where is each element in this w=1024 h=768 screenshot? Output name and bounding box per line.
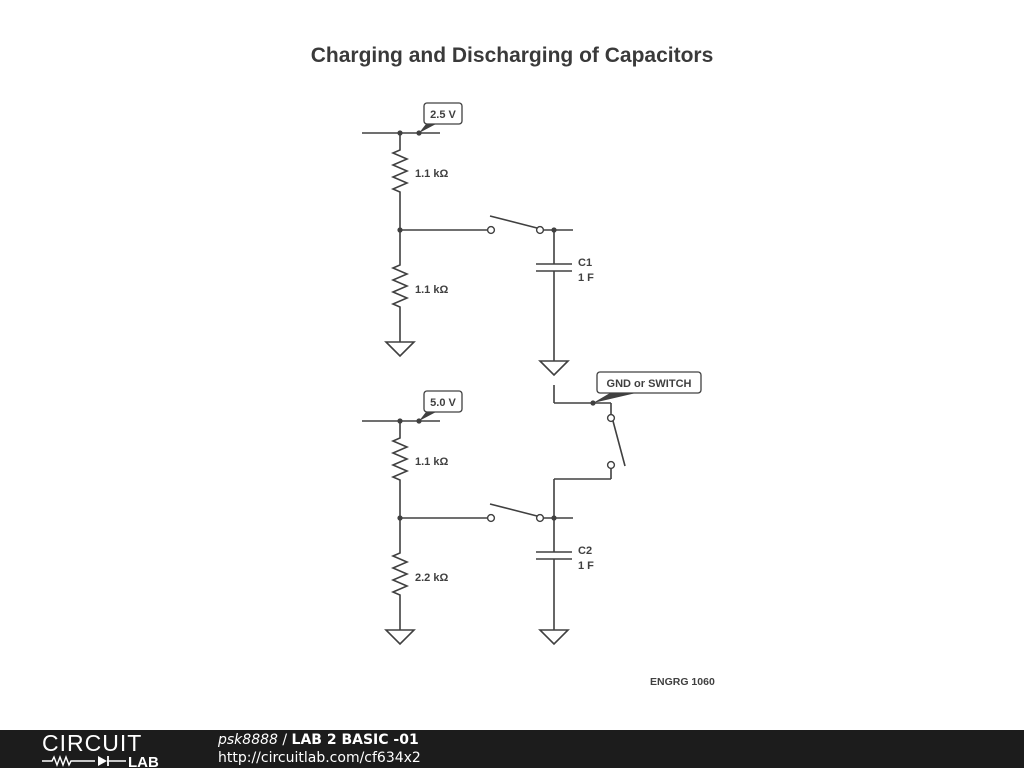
resistor-r3: 1.1 kΩ (390, 421, 448, 518)
resistor-r1-label: 1.1 kΩ (415, 168, 448, 180)
footer-bar: CIRCUIT LAB psk8888 / LAB 2 BASIC -01 ht… (0, 730, 1024, 768)
resistor-r2-label: 1.1 kΩ (415, 284, 448, 296)
resistor-r3-label: 1.1 kΩ (415, 456, 448, 468)
capacitor-c1-name: C1 (578, 257, 592, 269)
footer-title-line: psk8888 / LAB 2 BASIC -01 (218, 731, 421, 749)
course-label: ENGRG 1060 (650, 676, 715, 688)
ground-symbol-4 (538, 629, 570, 646)
capacitor-c1-value: 1 F (578, 272, 594, 284)
footer-text: psk8888 / LAB 2 BASIC -01 http://circuit… (218, 731, 421, 767)
ground-symbol-3 (384, 629, 416, 646)
bottom-supply-rail (362, 418, 440, 424)
circuit-schematic: Charging and Discharging of Capacitors 2… (311, 44, 715, 688)
author-link[interactable]: psk8888 (218, 732, 278, 748)
resistor-r4: 2.2 kΩ (390, 518, 448, 630)
capacitor-c1: C1 1 F (536, 230, 594, 361)
voltage-source-label: 5.0 V (430, 397, 456, 409)
capacitor-c2-value: 1 F (578, 560, 594, 572)
voltage-source-2-5v: 2.5 V (419, 102, 463, 133)
logo-word-top: CIRCUIT (42, 730, 142, 756)
diode-icon (98, 756, 107, 766)
capacitor-c2-name: C2 (578, 545, 592, 557)
capacitor-c2: C2 1 F (536, 518, 594, 630)
switch-s3 (553, 413, 626, 518)
ground-symbol-2 (538, 360, 570, 377)
gnd-or-switch-tag: GND or SWITCH (593, 371, 702, 403)
footer-separator: / (277, 732, 292, 748)
logo-word-bottom: LAB (128, 754, 159, 768)
voltage-source-label: 2.5 V (430, 109, 456, 121)
circuitlab-logo[interactable]: CIRCUIT LAB (40, 730, 180, 768)
switch-s2 (486, 503, 573, 523)
voltage-source-5-0v: 5.0 V (419, 390, 463, 421)
top-supply-rail (362, 130, 440, 136)
gnd-or-switch-label: GND or SWITCH (607, 378, 692, 390)
page-title: Charging and Discharging of Capacitors (311, 44, 714, 67)
ground-symbol-1 (384, 341, 416, 358)
resistor-r2: 1.1 kΩ (390, 230, 448, 342)
resistor-r1: 1.1 kΩ (390, 133, 448, 230)
switch-s1 (486, 215, 573, 235)
project-url[interactable]: http://circuitlab.com/cf634x2 (218, 750, 421, 766)
resistor-r4-label: 2.2 kΩ (415, 572, 448, 584)
resistor-diode-icon (42, 755, 126, 767)
project-title: LAB 2 BASIC -01 (291, 732, 419, 748)
